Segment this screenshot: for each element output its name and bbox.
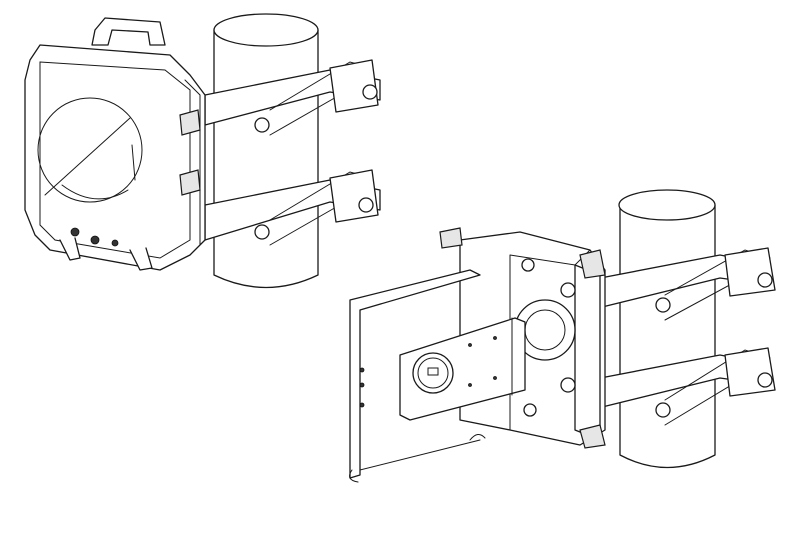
- radio-unit: [24, 17, 206, 271]
- right-pole-mount-assembly: [349, 189, 776, 483]
- mounting-plate: [349, 269, 526, 483]
- left-pole-mount-assembly: [24, 13, 381, 289]
- right-lower-bracket: [589, 347, 776, 426]
- right-pole: [618, 189, 716, 469]
- left-upper-bracket: [204, 59, 381, 136]
- left-pole: [213, 13, 319, 289]
- left-lower-bracket: [204, 169, 381, 246]
- right-upper-bracket: [589, 247, 776, 321]
